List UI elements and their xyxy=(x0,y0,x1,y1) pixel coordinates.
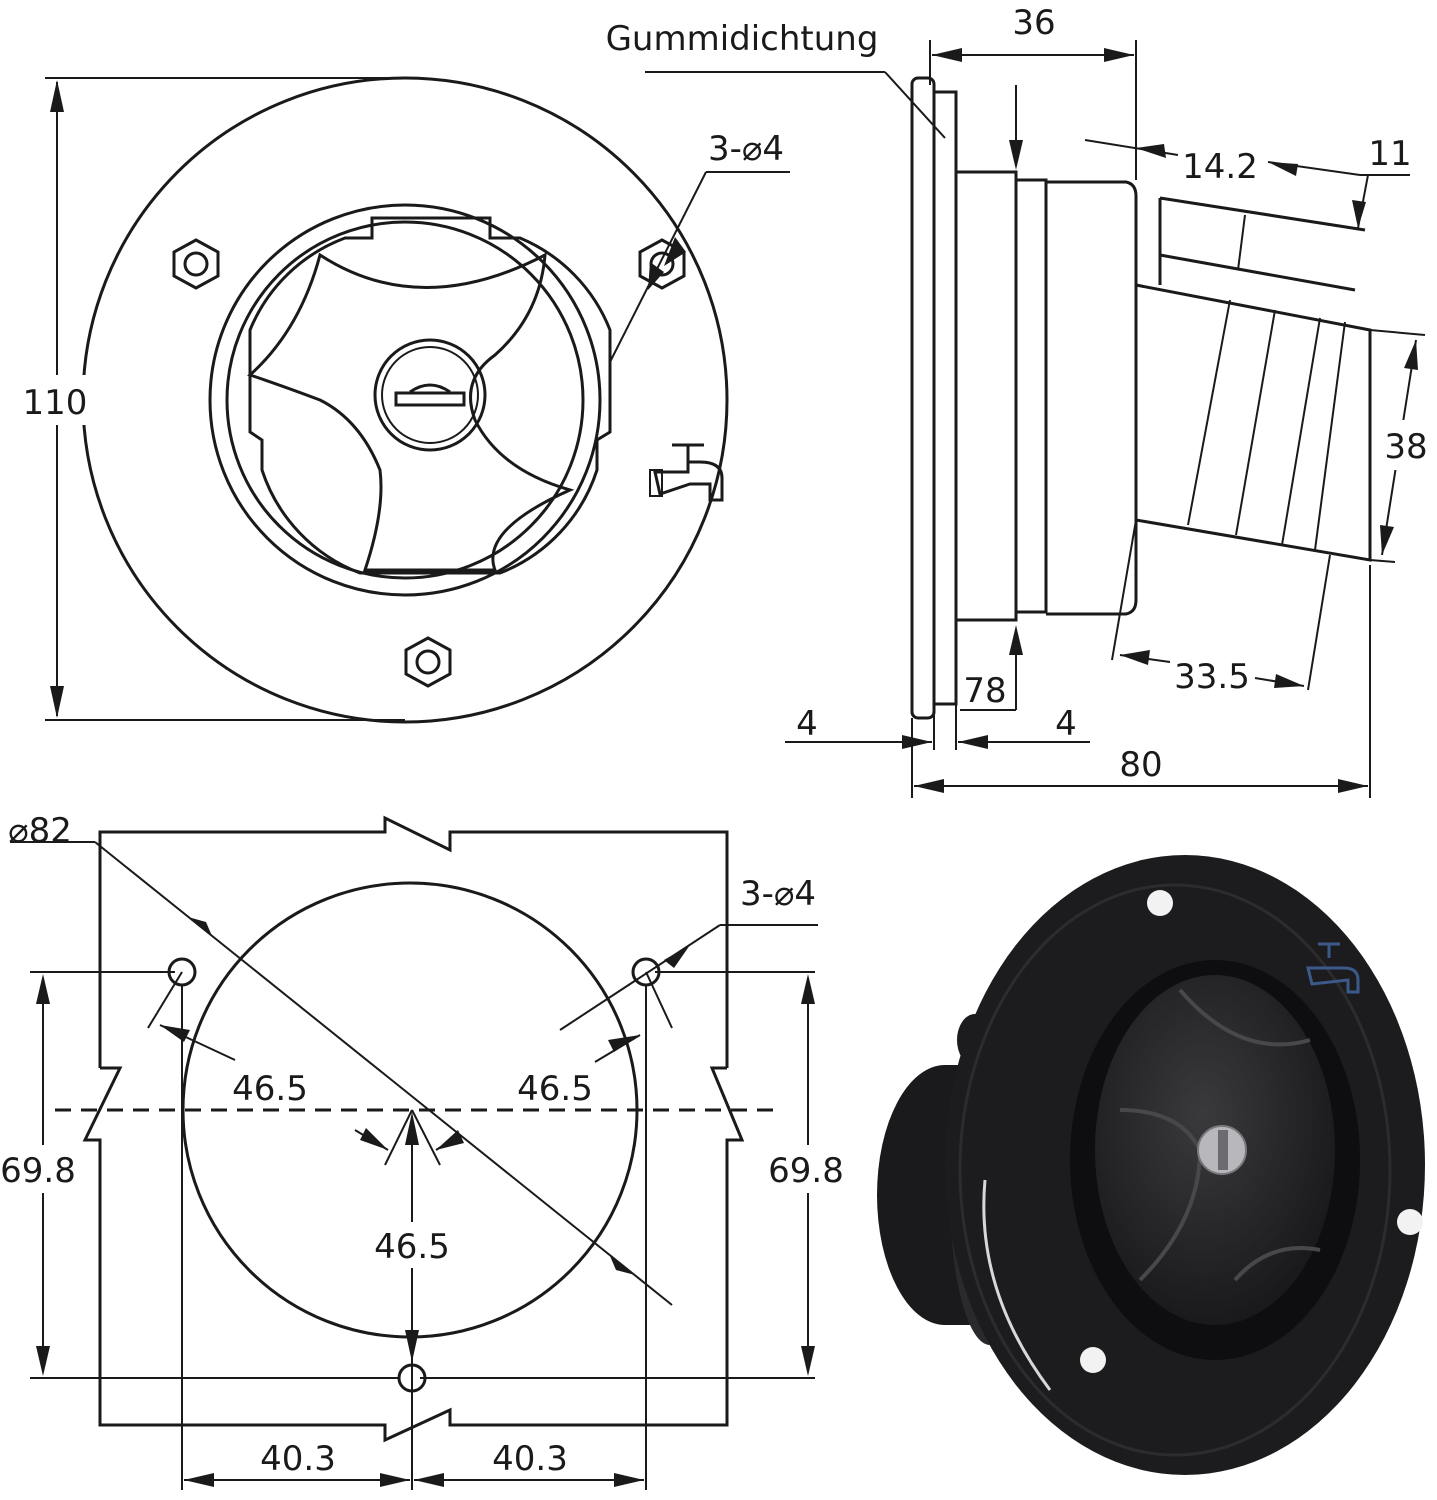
dim-front-holes: 3-⌀4 xyxy=(708,129,784,169)
dim-14-2: 14.2 xyxy=(1182,147,1258,187)
dim-33-5: 33.5 xyxy=(1174,657,1250,697)
product-photo xyxy=(877,855,1425,1475)
hex-nut-icon xyxy=(172,238,220,290)
lock-key-icon xyxy=(1197,1125,1247,1175)
cap-handle xyxy=(247,252,575,572)
dim-80: 80 xyxy=(1119,745,1162,785)
dim-cut-height-right: 69.8 xyxy=(768,1151,844,1191)
dim-cut-radius-right: 46.5 xyxy=(517,1069,593,1109)
dim-cut-half-left: 40.3 xyxy=(260,1439,336,1479)
cutout-view: ⌀82 46.5 46.5 3-⌀4 46.5 69.8 xyxy=(0,811,851,1490)
dim-78: 78 xyxy=(963,671,1006,711)
cap-outline xyxy=(248,216,612,575)
dim-4-left: 4 xyxy=(796,704,818,744)
side-view: Gummidichtung 36 14.2 11 38 78 xyxy=(606,3,1434,798)
dim-cut-holes: 3-⌀4 xyxy=(740,874,816,914)
dim-110: 110 xyxy=(23,383,88,423)
front-view: 110 3-⌀4 xyxy=(20,76,790,724)
dim-38: 38 xyxy=(1384,427,1427,467)
dim-4-right: 4 xyxy=(1055,704,1077,744)
dim-cut-height-left: 69.8 xyxy=(0,1151,76,1191)
dim-cut-half-right: 40.3 xyxy=(492,1439,568,1479)
dim-cut-radius-left: 46.5 xyxy=(232,1069,308,1109)
dim-cut-dia: ⌀82 xyxy=(8,811,72,851)
dim-11: 11 xyxy=(1368,134,1411,174)
seal-label: Gummidichtung xyxy=(606,19,879,59)
hex-nut-icon xyxy=(404,636,452,688)
dim-cut-radius-bottom: 46.5 xyxy=(374,1227,450,1267)
lock-key-icon xyxy=(394,383,466,407)
faucet-icon xyxy=(649,443,724,502)
dim-36: 36 xyxy=(1012,3,1055,43)
faucet-icon xyxy=(1306,942,1360,994)
